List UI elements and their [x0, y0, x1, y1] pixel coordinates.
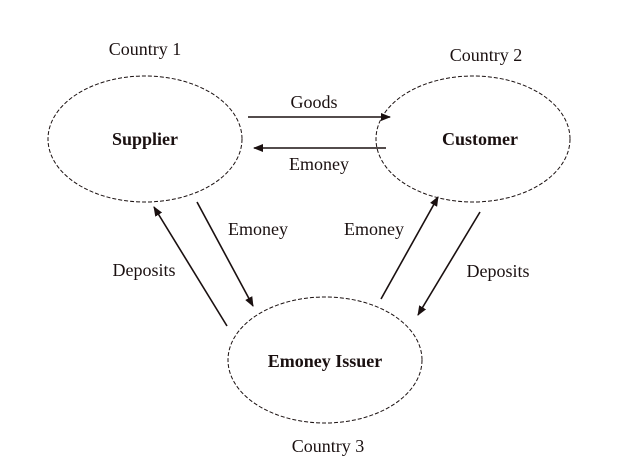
deposits-arrow-to-issuer: [417, 211, 481, 316]
emoney-label-top: Emoney: [289, 154, 349, 174]
edge-goods: Goods: [248, 92, 391, 121]
deposits-label-right: Deposits: [467, 261, 530, 281]
edge-deposits-customer-issuer: Deposits: [417, 211, 530, 316]
emoney-label-right: Emoney: [344, 219, 404, 239]
supplier-label: Supplier: [112, 129, 178, 149]
supplier-ellipse: [47, 75, 243, 203]
country-2-label: Country 2: [450, 45, 523, 65]
emoney-arrow-to-issuer: [196, 201, 254, 307]
node-supplier: Supplier Country 1: [47, 39, 243, 203]
emoney-arrow-to-customer: [380, 196, 439, 300]
deposits-label-left: Deposits: [113, 260, 176, 280]
edge-emoney-customer-supplier: Emoney: [253, 144, 386, 174]
deposits-arrow-to-supplier: [153, 206, 228, 327]
edge-emoney-issuer-customer: Emoney: [344, 196, 439, 300]
country-1-label: Country 1: [109, 39, 182, 59]
issuer-label: Emoney Issuer: [268, 351, 383, 371]
node-customer: Customer Country 2: [375, 45, 571, 203]
goods-label: Goods: [290, 92, 337, 112]
country-3-label: Country 3: [292, 436, 365, 456]
issuer-ellipse: [227, 296, 423, 424]
node-issuer: Emoney Issuer Country 3: [227, 296, 423, 456]
emoney-label-left: Emoney: [228, 219, 288, 239]
edge-deposits-issuer-supplier: Deposits: [113, 206, 228, 327]
edge-emoney-supplier-issuer: Emoney: [196, 201, 288, 307]
customer-label: Customer: [442, 129, 518, 149]
customer-ellipse: [375, 75, 571, 203]
